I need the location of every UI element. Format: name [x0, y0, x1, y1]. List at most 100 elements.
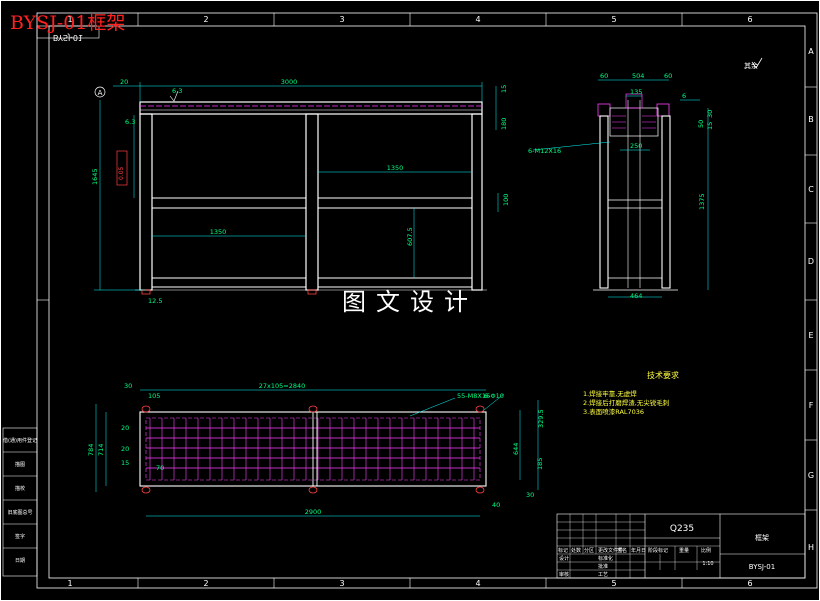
plan-dim-2900: 2900 [305, 508, 322, 516]
tb-stage: 比例 [701, 547, 711, 554]
col-label: 3 [339, 15, 344, 24]
tb-label: 分区 [584, 547, 594, 554]
tb-label: 更改文件号 [598, 547, 623, 554]
plan-holes: 55-M8X16 [457, 392, 490, 400]
col-label: 5 [611, 15, 616, 24]
dim-15: 15 [500, 85, 508, 93]
plan-dim-70: 70 [156, 464, 164, 472]
tb-label: 年月日 [631, 547, 646, 554]
plan-dim-20a: 20 [121, 424, 129, 432]
tb-scale: 1:10 [702, 561, 713, 567]
tb-stage: 重量 [679, 547, 689, 554]
col-label: 6 [747, 579, 752, 588]
col-label: 5 [611, 579, 616, 588]
side-label: 日期 [15, 558, 25, 564]
row-label: B [808, 115, 814, 124]
col-label: 6 [747, 15, 752, 24]
plan-pitch: 27x105=2840 [259, 382, 306, 390]
plan-dim-105: 105 [148, 392, 160, 400]
side-dim-60r: 60 [664, 72, 672, 80]
front-view: A 0.05 3000 20 15 180 1645 1350 1350 607… [91, 78, 510, 305]
plan-phi: 6-Φ10 [484, 392, 504, 400]
plan-dim-40: 40 [492, 501, 500, 509]
tb-label: 签名 [617, 547, 627, 554]
side-dim-30: 30 [706, 110, 714, 118]
side-dim-135: 135 [630, 88, 642, 96]
tb-sign: 批准 [598, 563, 608, 570]
plan-dim-185: 185 [536, 458, 544, 470]
roughness-symbol [751, 57, 763, 69]
dim-1645: 1645 [91, 168, 99, 185]
mirrored-title: BYSJ-01 [53, 33, 83, 42]
row-label: E [808, 331, 813, 340]
tech-heading: 技术要求 [647, 370, 679, 380]
zone-frame [36, 12, 818, 589]
drawing-title: BYSJ-01框架 [10, 12, 126, 34]
side-dim-50: 50 [697, 120, 705, 128]
side-dim-504: 504 [632, 72, 644, 80]
zone-labels: 1 2 3 4 5 6 1 2 3 4 5 6 A B C D E F G H [67, 15, 814, 588]
tech-item: 2.焊接后打磨焊渣,无尖锐毛刺 [583, 398, 669, 407]
plan-dim-644: 644 [512, 443, 520, 455]
col-label: 4 [475, 15, 480, 24]
tb-sign: 设计 [559, 555, 569, 562]
tb-material: Q235 [670, 524, 694, 534]
tb-name: 框架 [755, 533, 769, 542]
row-label: H [808, 543, 814, 552]
dim-180: 180 [500, 118, 508, 130]
side-label: 描校 [15, 485, 25, 492]
tb-sign: 审核 [559, 571, 569, 578]
plan-dim-714: 714 [97, 444, 105, 456]
mirrored-title-box [36, 25, 100, 39]
tb-drawing-no: BYSJ-01 [749, 563, 775, 571]
col-label: 2 [203, 579, 208, 588]
side-label: 旧底图总号 [7, 509, 32, 516]
plan-dim-15: 15 [121, 459, 129, 467]
dim-20: 20 [120, 78, 128, 86]
plan-dim-329: 329.5 [537, 409, 545, 428]
row-label: C [808, 185, 814, 194]
tech-item: 1.焊接牢靠,无虚焊 [583, 389, 637, 398]
dim-100: 100 [502, 194, 510, 206]
side-holes: 6-M12X16 [528, 147, 561, 155]
tb-sign: 标准化 [598, 555, 613, 562]
tb-label: 标记 [558, 547, 568, 554]
drawing-frame [48, 25, 806, 579]
roughness-63a: 6.3 [172, 87, 182, 95]
side-dim-1375: 1375 [698, 193, 706, 210]
tech-requirements: 技术要求 1.焊接牢靠,无虚焊 2.焊接后打磨焊渣,无尖锐毛刺 3.表面喷漆RA… [583, 370, 679, 416]
dim-3000: 3000 [281, 78, 298, 86]
col-label: 1 [67, 15, 72, 24]
side-dim-60l: 60 [600, 72, 608, 80]
dim-1350-right: 1350 [387, 164, 404, 172]
side-label: 借(通)用件登记 [3, 437, 37, 444]
datum-label: A [98, 89, 103, 97]
plan-dim-30r: 30 [526, 491, 534, 499]
dim-607: 607.5 [406, 227, 414, 246]
side-block [2, 427, 38, 577]
plan-dim-784: 784 [87, 444, 95, 456]
col-label: 3 [339, 579, 344, 588]
tb-sign: 工艺 [598, 572, 608, 578]
col-label: 1 [67, 579, 72, 588]
plan-dim-30: 30 [124, 382, 132, 390]
plan-dim-20b: 20 [121, 445, 129, 453]
plan-view: 27x105=2840 30 105 55-M8X16 6-Φ10 784 71… [87, 382, 545, 517]
row-label: G [808, 471, 814, 480]
side-label: 签字 [15, 533, 25, 540]
roughness-note: 其余 [744, 61, 758, 70]
row-label: F [809, 401, 814, 410]
tech-item: 3.表面喷漆RAL7036 [583, 407, 644, 416]
side-label: 描图 [15, 461, 25, 468]
side-dim-250: 250 [630, 142, 642, 150]
dim-12: 12.5 [148, 297, 162, 305]
roughness-63b: 6.3 [125, 118, 135, 126]
row-label: D [808, 257, 814, 266]
tb-stage: 阶段标记 [648, 547, 668, 554]
zone-ticks [37, 13, 817, 588]
tolerance-value: 0.05 [118, 166, 125, 180]
row-label: A [808, 47, 814, 56]
col-label: 2 [203, 15, 208, 24]
dim-1350-left: 1350 [210, 228, 227, 236]
